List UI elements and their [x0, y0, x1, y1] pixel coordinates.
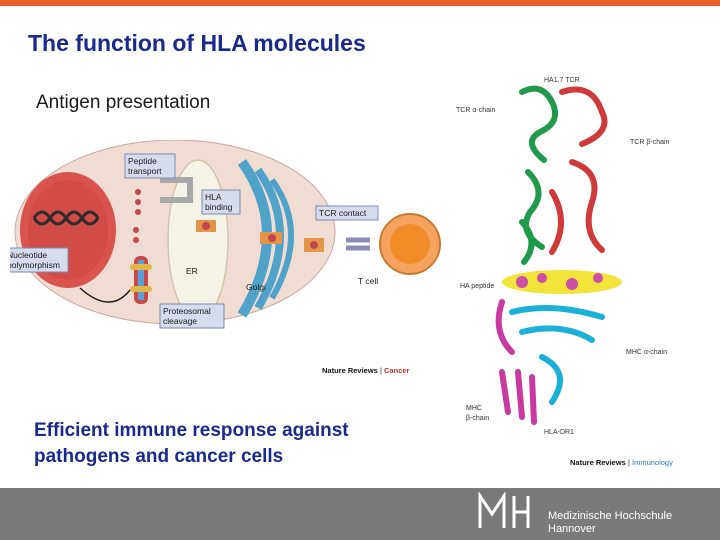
label-nucleotide-polymorphism-2: polymorphism — [10, 260, 60, 270]
label-proteosomal-cleavage-1: Proteosomal — [163, 306, 211, 316]
bottom-statement: Efficient immune response against pathog… — [34, 418, 454, 470]
top-accent-bar — [0, 0, 720, 6]
fig2-label-mhc-beta-1: MHC — [466, 405, 482, 412]
institution-name: Medizinische Hochschule Hannover — [548, 510, 672, 536]
figure2-credit: Nature Reviews | Immunology — [570, 458, 673, 467]
figure2-credit-journal: Immunology — [631, 458, 673, 467]
footer-bar — [0, 488, 720, 540]
label-tcell: T cell — [358, 276, 378, 286]
fig2-label-ha-peptide: HA peptide — [460, 283, 494, 290]
bottom-line-1: Efficient immune response against — [34, 420, 349, 441]
institution-line-2: Hannover — [548, 523, 596, 535]
label-golgi: Golgi — [246, 282, 266, 292]
antigen-presentation-diagram: Peptide transport HLA binding TCR contac… — [10, 140, 441, 329]
label-peptide-transport-1: Peptide — [128, 156, 157, 166]
proteasome — [130, 256, 152, 304]
fig2-label-mhc-beta-2: β-chain — [466, 415, 489, 422]
er — [167, 159, 229, 321]
tcr-hla-structure: HA1.7 TCR TCR α-chain TCR β-chain HA pep… — [456, 77, 670, 436]
label-er: ER — [186, 266, 198, 276]
tcr-beta-chain — [549, 86, 608, 255]
fig2-label-tcr-alpha: TCR α-chain — [456, 107, 496, 114]
label-hla-binding-2: binding — [205, 202, 233, 212]
fig2-label-top: HA1.7 TCR — [544, 77, 580, 84]
fig2-label-mhc-alpha: MHC α-chain — [626, 349, 667, 356]
figure2-credit-main: Nature Reviews — [570, 458, 626, 467]
bottom-line-2: pathogens and cancer cells — [34, 446, 284, 467]
ha-peptide — [502, 270, 622, 294]
label-tcr-contact: TCR contact — [319, 208, 367, 218]
label-peptide-transport-2: transport — [128, 166, 162, 176]
tap-transporter — [160, 177, 193, 203]
cleavage-arrow — [79, 287, 131, 303]
peptide-beads — [133, 189, 141, 243]
figure1-credit-journal: Cancer — [383, 366, 410, 375]
label-hla-binding-1: HLA — [205, 192, 222, 202]
figure2-credit-sep: | — [625, 458, 632, 467]
slide-title: The function of HLA molecules — [28, 30, 366, 56]
figure1-credit-main: Nature Reviews — [322, 366, 378, 375]
label-proteosomal-cleavage-2: cleavage — [163, 316, 197, 326]
tcr-alpha-chain — [519, 85, 558, 265]
figure1-credit: Nature Reviews | Cancer — [322, 366, 409, 375]
slide-subtitle: Antigen presentation — [36, 92, 211, 113]
mhc-beta-chain — [495, 299, 537, 425]
tcr-receptor — [346, 237, 370, 251]
fig2-label-hla-dr1: HLA-DR1 — [544, 429, 574, 436]
mhh-logo-icon — [478, 492, 530, 528]
figure1-credit-sep: | — [377, 366, 384, 375]
institution-line-1: Medizinische Hochschule — [548, 510, 673, 522]
fig2-label-tcr-beta: TCR β-chain — [630, 139, 670, 146]
label-nucleotide-polymorphism-1: Nucleotide — [10, 250, 47, 260]
mhc-alpha-chain — [509, 305, 605, 405]
hla-molecules — [196, 220, 324, 252]
